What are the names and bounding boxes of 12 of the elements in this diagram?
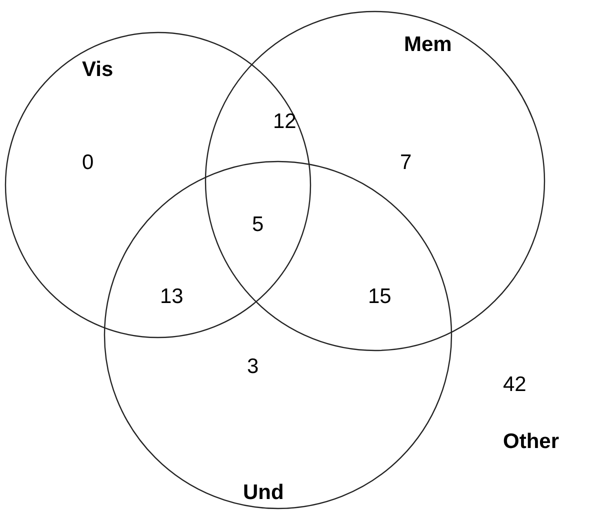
category-label: Other <box>503 430 560 454</box>
region-count: 3 <box>247 355 259 379</box>
region-count: 42 <box>503 373 526 397</box>
region-count: 15 <box>368 285 392 309</box>
set-label: Mem <box>404 33 452 57</box>
region-count: 7 <box>400 151 412 175</box>
region-count: 5 <box>252 213 264 237</box>
region-count: 12 <box>273 110 296 134</box>
set-label: Und <box>243 481 284 505</box>
set-label: Vis <box>82 58 114 82</box>
region-count: 0 <box>82 151 94 175</box>
region-count: 13 <box>160 285 184 309</box>
